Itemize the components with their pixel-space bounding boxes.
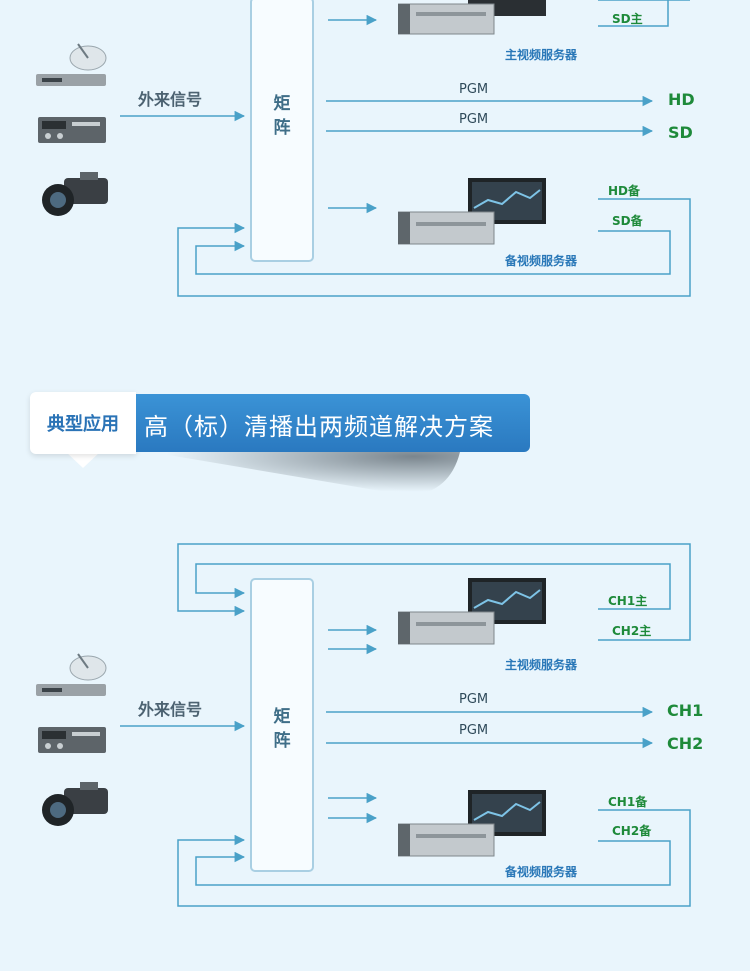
pgm-label-3: PGM — [459, 692, 489, 707]
main-server-caption-2: 主视频服务器 — [505, 658, 578, 672]
backup-server-caption-2: 备视频服务器 — [505, 865, 578, 879]
monitor-icon — [398, 790, 546, 857]
video-camera-icon — [42, 782, 108, 826]
matrix-label-top-2: 矩 — [273, 707, 291, 727]
satellite-receiver-icon — [36, 653, 107, 696]
backup-ch2-loop — [195, 840, 671, 886]
banner-pointer — [66, 452, 100, 468]
backup-sd-loop — [195, 230, 671, 275]
pgm-output-hd: HD — [668, 90, 695, 109]
backup-output-sd: SD备 — [612, 214, 643, 228]
monitor-icon — [398, 178, 546, 245]
vcr-deck-icon — [38, 727, 106, 753]
backup-output-hd: HD备 — [608, 184, 641, 198]
backup-output-ch2: CH2备 — [612, 824, 652, 838]
source-label-2: 外来信号 — [138, 700, 203, 719]
banner-shadow — [150, 452, 460, 496]
main-output-ch1: CH1主 — [608, 594, 648, 608]
matrix-box-2: 矩 阵 — [250, 578, 314, 872]
pgm-output-ch1: CH1 — [667, 701, 704, 720]
main-ch1-loop — [195, 563, 671, 610]
matrix-label-top: 矩 — [273, 94, 291, 114]
server-rack-icon — [398, 0, 546, 35]
banner-tag-box: 典型应用 — [30, 392, 136, 454]
pgm-label-4: PGM — [459, 723, 489, 738]
backup-hd-loop — [177, 198, 691, 297]
vcr-deck-icon — [38, 117, 106, 143]
source-label-1: 外来信号 — [138, 90, 203, 109]
banner-title: 高（标）清播出两频道解决方案 — [144, 413, 494, 441]
main-server-caption-1: 主视频服务器 — [505, 48, 578, 62]
matrix-box-1: 矩 阵 — [250, 0, 314, 262]
pgm-label-1: PGM — [459, 82, 489, 97]
pgm-label-2: PGM — [459, 112, 489, 127]
banner-title-box: 高（标）清播出两频道解决方案 — [136, 394, 530, 452]
backup-output-ch1: CH1备 — [608, 795, 648, 809]
pgm-output-ch2: CH2 — [667, 734, 704, 753]
pgm-output-sd: SD — [668, 123, 693, 142]
main-output-ch2: CH2主 — [612, 624, 652, 638]
backup-ch1-loop — [177, 809, 691, 907]
matrix-label-bottom: 阵 — [273, 118, 291, 138]
main-output-sd: SD主 — [612, 12, 643, 26]
satellite-receiver-icon — [36, 43, 107, 86]
banner-tag: 典型应用 — [47, 414, 119, 435]
video-camera-icon — [42, 172, 108, 216]
main-ch2-loop — [177, 543, 691, 641]
monitor-icon — [398, 578, 546, 645]
matrix-label-bottom-2: 阵 — [273, 731, 291, 751]
main-sd-loop — [598, 0, 669, 27]
backup-server-caption-1: 备视频服务器 — [505, 254, 578, 268]
